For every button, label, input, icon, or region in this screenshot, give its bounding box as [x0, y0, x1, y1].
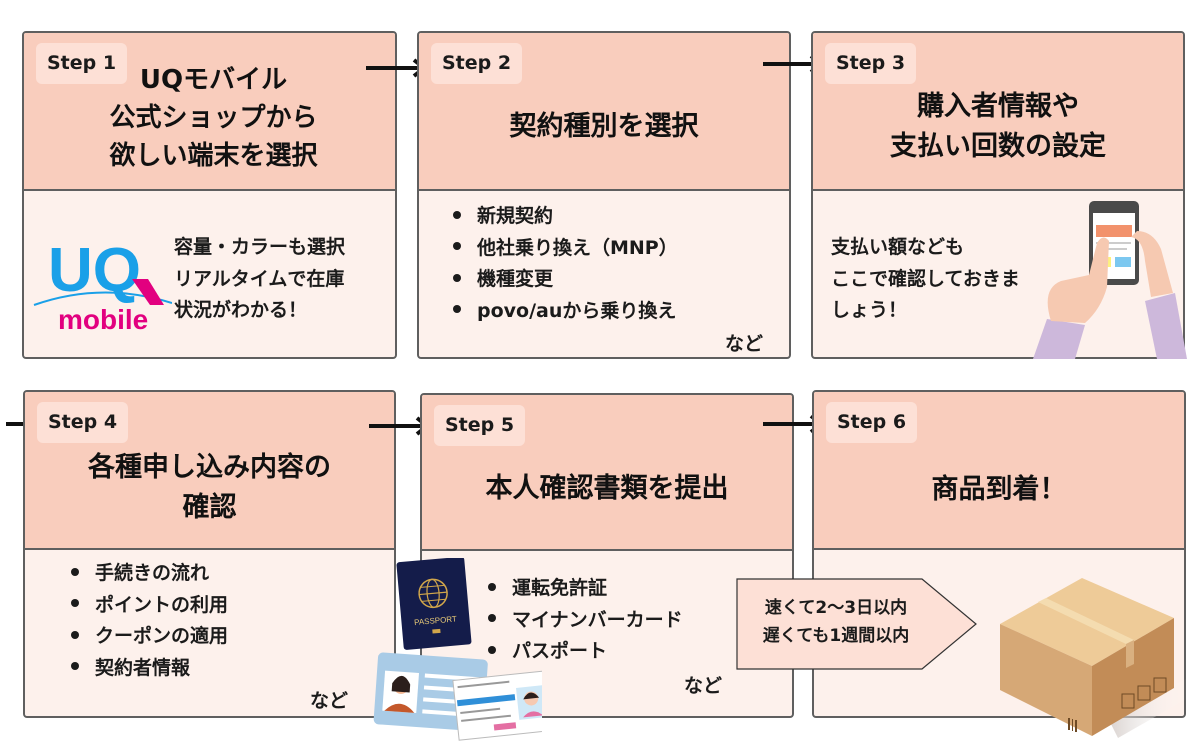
step-4-header: Step 4 各種申し込み内容の 確認 [25, 392, 394, 550]
step-3-badge: Step 3 [825, 43, 917, 84]
step-3-title: 購入者情報や 支払い回数の設定 [890, 91, 1106, 162]
step-2-header: Step 2 契約種別を選択 [419, 33, 789, 191]
list-item: マイナンバーカード [488, 605, 683, 637]
list-item: パスポート [488, 636, 683, 668]
bullet-icon [453, 305, 461, 313]
uq-mobile-logo: UQ mobile [32, 233, 173, 335]
uq-logo-text: UQ [48, 236, 141, 305]
list-item: 契約者情報 [71, 653, 228, 685]
step-1-description: 容量・カラーも選択 リアルタイムで在庫 状況がわかる！ [174, 236, 346, 321]
step-2-etc-note: など [724, 333, 763, 355]
bullet-icon [71, 630, 79, 639]
list-item: 機種変更 [453, 264, 678, 296]
drivers-license-icon [452, 670, 542, 741]
step-6-card: Step 6 商品到着！ [812, 390, 1188, 738]
id-documents-illustration: PASSPORT [373, 558, 542, 741]
step-6-title: 商品到着！ [931, 474, 1067, 505]
step-3-card: Step 3 購入者情報や 支払い回数の設定 支払い額なども ここで確認しておき… [811, 31, 1187, 359]
step-5-header: Step 5 本人確認書類を提出 [422, 395, 792, 551]
bullet-icon [453, 242, 461, 250]
step-2-title: 契約種別を選択 [509, 111, 699, 142]
delivery-time-text: 速くて2〜3日以内 遅くても1週間以内 [762, 598, 910, 646]
bullet-icon [71, 567, 79, 576]
step-1-header: Step 1 UQモバイル 公式ショップから 欲しい端末を選択 [24, 33, 395, 191]
list-item: 運転免許証 [488, 573, 683, 605]
step-1-badge: Step 1 [36, 43, 128, 84]
step-3-header: Step 3 購入者情報や 支払い回数の設定 [813, 33, 1183, 191]
bullet-icon [71, 662, 79, 670]
step-6-badge: Step 6 [826, 402, 918, 443]
step-4-card: Step 4 各種申し込み内容の 確認 手続きの流れ ポイントの利用 クーポンの… [23, 390, 396, 718]
step-5-card: Step 5 本人確認書類を提出 運転免許証 マイナンバーカード パスポート な… [420, 393, 794, 718]
step-4-etc-note: など [309, 690, 348, 712]
bullet-icon [71, 599, 79, 607]
step-2-badge: Step 2 [431, 43, 523, 84]
step-5-etc-note: など [684, 675, 723, 697]
step-4-bullet-list: 手続きの流れ ポイントの利用 クーポンの適用 契約者情報 [71, 558, 228, 684]
list-item: 他社乗り換え（MNP） [453, 233, 678, 265]
list-item: 手続きの流れ [71, 558, 228, 590]
smartphone-hands-illustration [1033, 201, 1187, 359]
list-item: 新規契約 [453, 201, 678, 233]
mobile-logo-text: mobile [58, 304, 148, 333]
cardboard-box-illustration [1000, 578, 1188, 738]
step-4-badge: Step 4 [37, 402, 129, 443]
step-5-title: 本人確認書類を提出 [485, 473, 729, 504]
step-1-card: Step 1 UQモバイル 公式ショップから 欲しい端末を選択 UQ mobil… [22, 31, 397, 359]
bullet-icon [453, 210, 461, 219]
bullet-icon [453, 273, 461, 282]
step-4-title: 各種申し込み内容の 確認 [88, 452, 331, 523]
bullet-icon [488, 582, 496, 591]
bullet-icon [488, 614, 496, 622]
step-3-description: 支払い額なども ここで確認しておきま しょう！ [831, 236, 1020, 321]
step-2-card: Step 2 契約種別を選択 新規契約 他社乗り換え（MNP） 機種変更 pov… [417, 31, 791, 359]
step-2-bullet-list: 新規契約 他社乗り換え（MNP） 機種変更 povo/auから乗り換え [453, 201, 678, 327]
bullet-icon [488, 645, 496, 654]
passport-icon: PASSPORT [396, 558, 472, 650]
list-item: クーポンの適用 [71, 621, 228, 653]
step-1-title: UQモバイル 公式ショップから 欲しい端末を選択 [109, 65, 318, 171]
svg-text:PASSPORT: PASSPORT [414, 614, 458, 627]
step-5-bullet-list: 運転免許証 マイナンバーカード パスポート [488, 573, 683, 668]
step-5-badge: Step 5 [434, 405, 526, 446]
step-6-header: Step 6 商品到着！ [814, 392, 1184, 550]
list-item: ポイントの利用 [71, 590, 228, 622]
list-item: povo/auから乗り換え [453, 296, 678, 328]
